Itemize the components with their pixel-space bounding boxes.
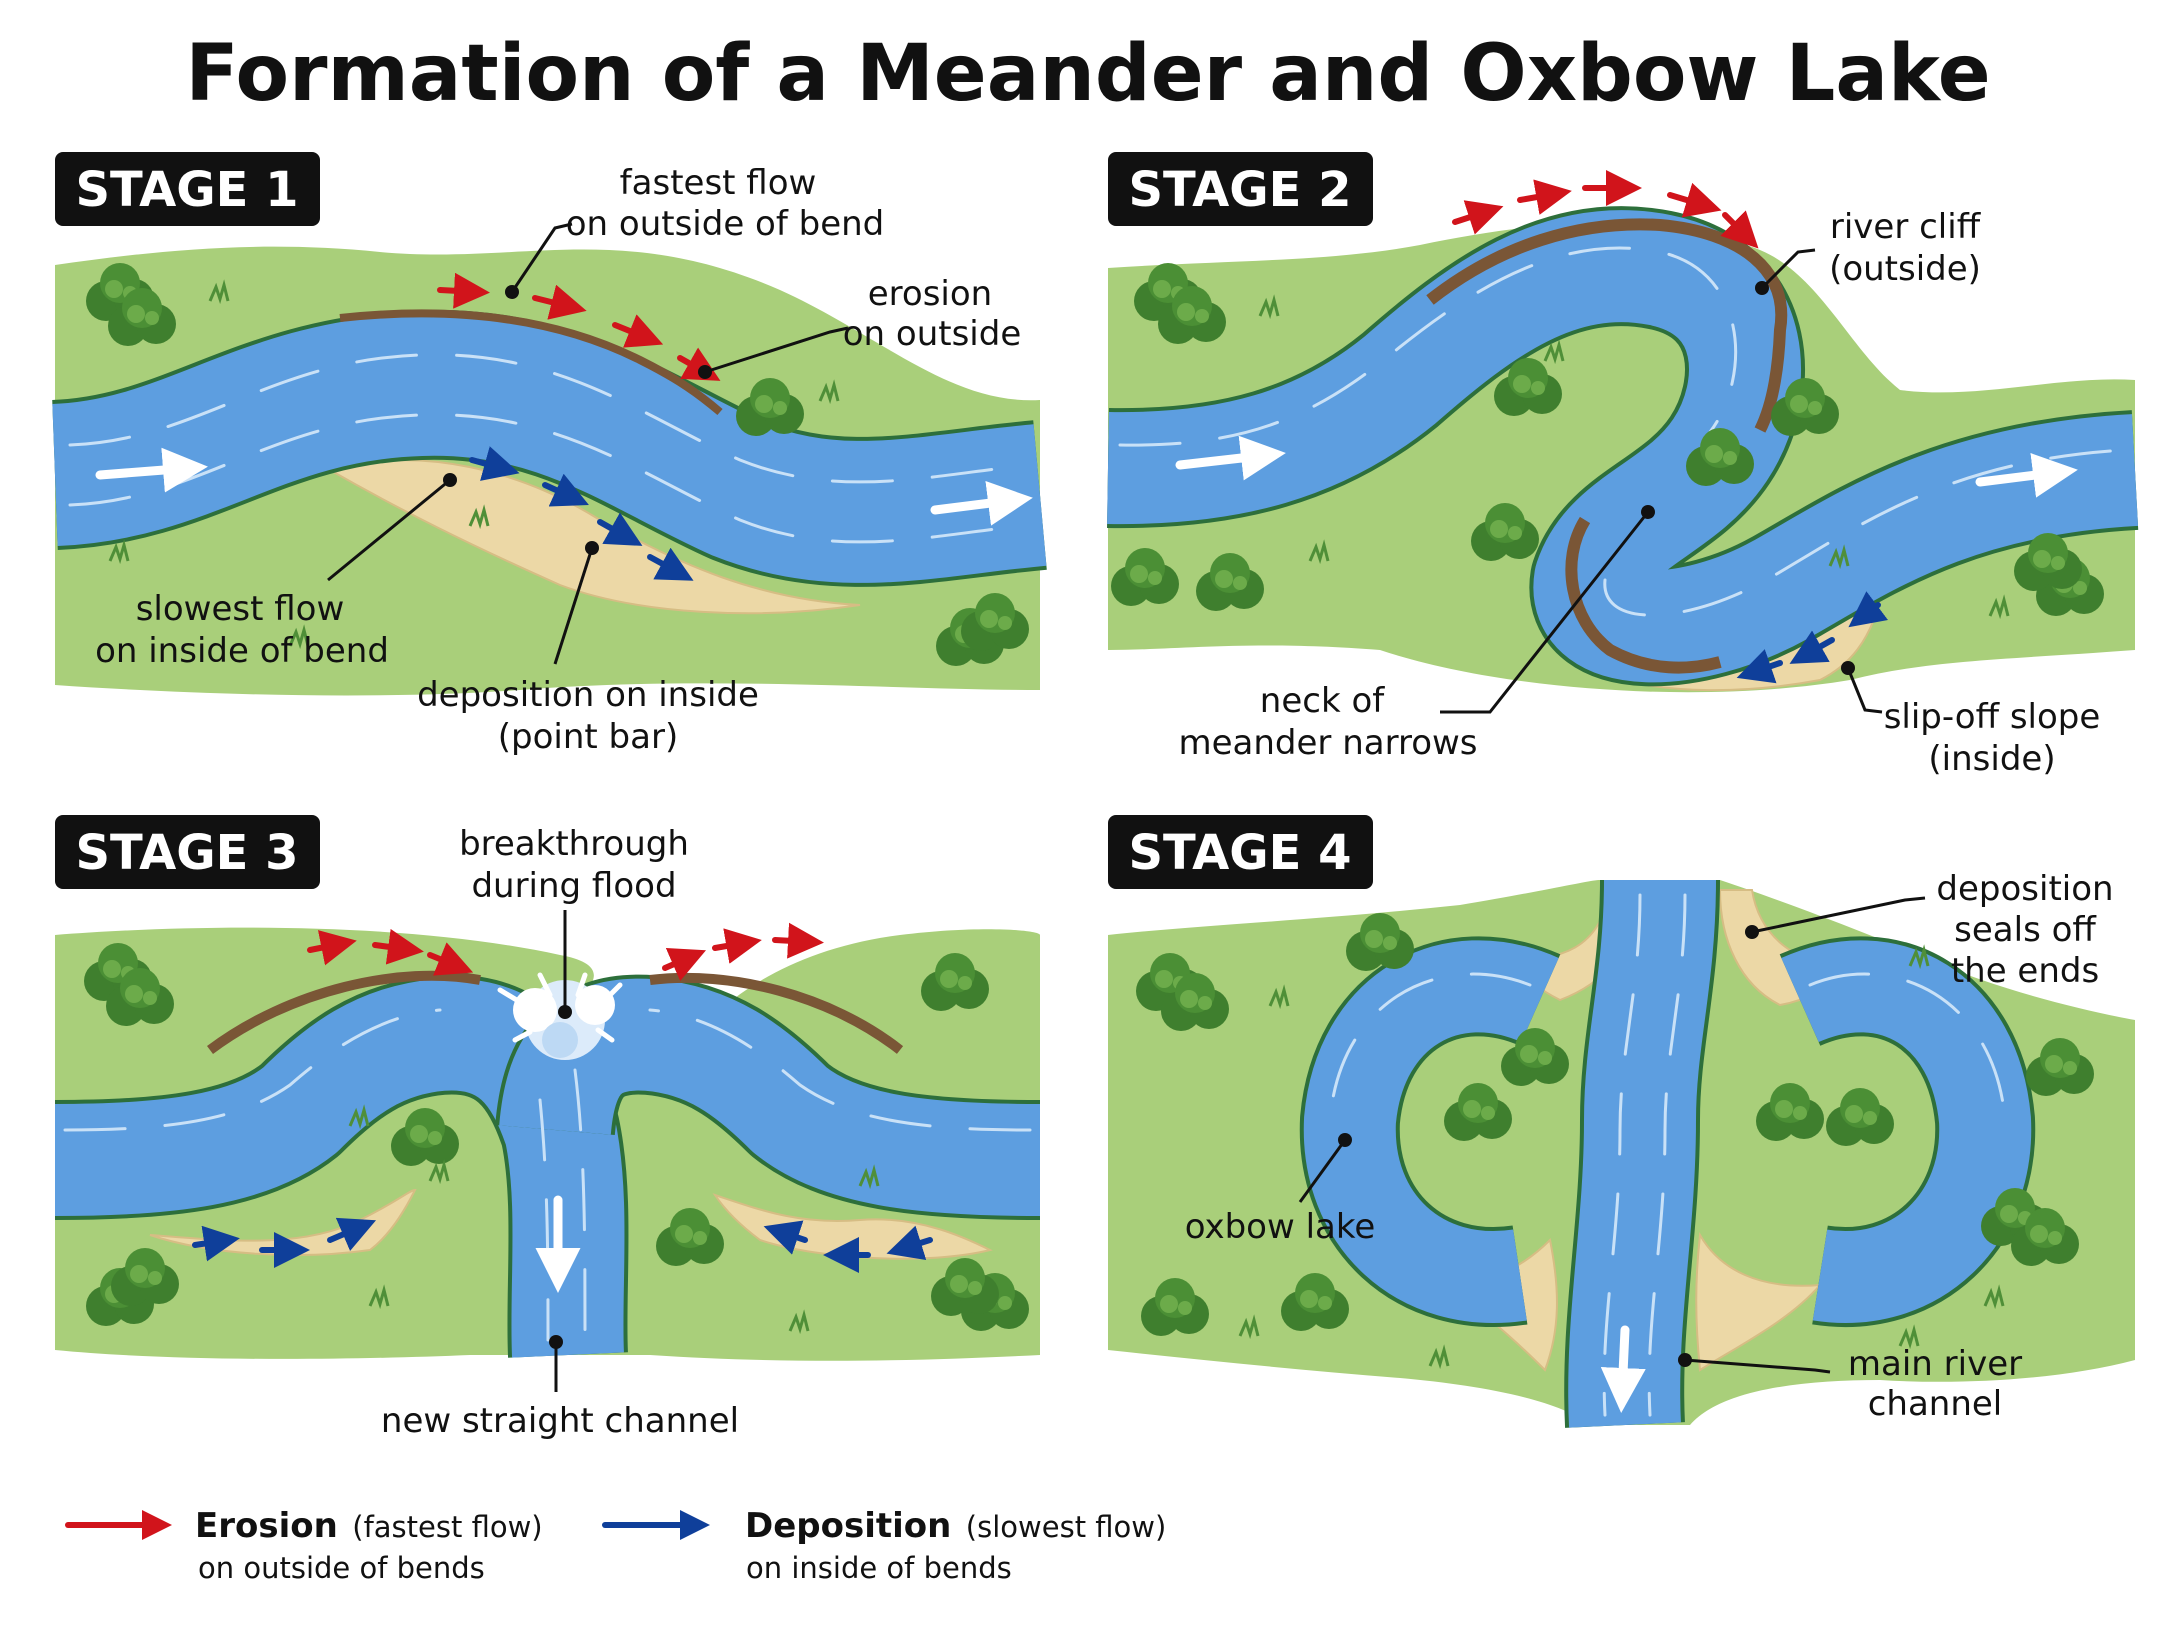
stage-1-fastest-flow-line1: fastest flow — [620, 163, 817, 203]
stage-3-new-channel-label: new straight channel — [381, 1401, 739, 1441]
stage-4-badge — [1108, 815, 1373, 889]
stage-2-deposition-arrows — [1736, 591, 1888, 684]
legend-erosion-detail: (fastest flow) — [352, 1510, 542, 1544]
page-title: Formation of a Meander and Oxbow Lake — [185, 29, 1990, 119]
stage-4-main-channel — [1564, 879, 1720, 1428]
stage-3-river — [54, 970, 1041, 1358]
stage-2-neck-line2: meander narrows — [1178, 723, 1477, 763]
stage-1-deposition-line2: (point bar) — [498, 717, 678, 757]
stage-4-right-oxbow-lake — [1779, 936, 2036, 1327]
stage-4-seals-line3: the ends — [1951, 951, 2099, 991]
legend-deposition-term: Deposition — [745, 1506, 951, 1546]
legend-erosion: Erosion (fastest flow) on outside of ben… — [65, 1506, 543, 1585]
stage-2-panel: STAGE 2 river cliff (outside) neck of me… — [1107, 152, 2139, 779]
stage-2-badge — [1108, 152, 1373, 226]
stage-4-oxbow-label: oxbow lake — [1185, 1207, 1376, 1247]
stage-3-badge — [55, 815, 320, 889]
legend-deposition-detail: (slowest flow) — [966, 1510, 1167, 1544]
stage-1-badge — [55, 152, 320, 226]
stage-1-slowest-flow-line1: slowest flow — [136, 589, 345, 629]
stage-2-slip-off-line1: slip-off slope — [1884, 697, 2101, 737]
stage-3-badge-text: STAGE 3 — [75, 825, 298, 881]
stage-3-erosion-arrows — [307, 922, 824, 982]
stage-4-main-river-line1: main river — [1848, 1344, 2022, 1384]
stage-4-seals-line1: deposition — [1936, 869, 2113, 909]
stage-1-erosion-line1: erosion — [868, 274, 992, 314]
stage-3-deposition-arrows — [192, 1217, 933, 1273]
legend-deposition-line2: on inside of bends — [746, 1551, 1012, 1585]
stage-2-neck-line1: neck of — [1260, 681, 1385, 721]
stage-1-river — [50, 309, 1048, 615]
stage-2-slip-off-line2: (inside) — [1928, 739, 2055, 779]
stage-2-erosion-arrows — [1452, 170, 1759, 249]
legend-erosion-text: Erosion (fastest flow) — [195, 1506, 543, 1546]
stage-1-panel: STAGE 1 fastest flow on outside of bend … — [50, 152, 1048, 757]
stage-1-badge-text: STAGE 1 — [75, 162, 298, 218]
stage-1-slowest-flow-line2: on inside of bend — [95, 631, 389, 671]
legend-erosion-line2: on outside of bends — [198, 1551, 485, 1585]
stage-2-badge-text: STAGE 2 — [1128, 162, 1351, 218]
stage-1-deposition-line1: deposition on inside — [417, 675, 759, 715]
legend: Erosion (fastest flow) on outside of ben… — [65, 1506, 1166, 1585]
stage-4-bottom-right-seal — [1695, 1231, 1823, 1372]
stage-1-fastest-flow-line2: on outside of bend — [566, 204, 885, 244]
stage-4-badge-text: STAGE 4 — [1128, 825, 1351, 881]
stage-4-left-oxbow-lake — [1299, 936, 1561, 1327]
legend-deposition-text: Deposition (slowest flow) — [745, 1506, 1166, 1546]
stage-1-erosion-line2: on outside — [843, 314, 1022, 354]
stage-4-seals-line2: seals off — [1954, 910, 2097, 950]
stage-2-river-cliff-line1: river cliff — [1830, 207, 1982, 247]
stage-3-breakthrough-line1: breakthrough — [459, 824, 689, 864]
stage-4-main-river-line2: channel — [1868, 1384, 2003, 1424]
stage-2-river-cliff-line2: (outside) — [1829, 249, 1981, 289]
legend-deposition: Deposition (slowest flow) on inside of b… — [602, 1506, 1166, 1585]
stage-3-panel: STAGE 3 breakthrough during flood new st… — [54, 815, 1041, 1441]
stage-1-deposition-arrows — [469, 446, 694, 581]
stage-3-flood-splash — [497, 972, 623, 1060]
stage-3-breakthrough-line2: during flood — [471, 866, 676, 906]
legend-erosion-term: Erosion — [195, 1506, 338, 1546]
stage-4-panel: STAGE 4 deposition seals off the ends ox… — [1108, 815, 2135, 1428]
